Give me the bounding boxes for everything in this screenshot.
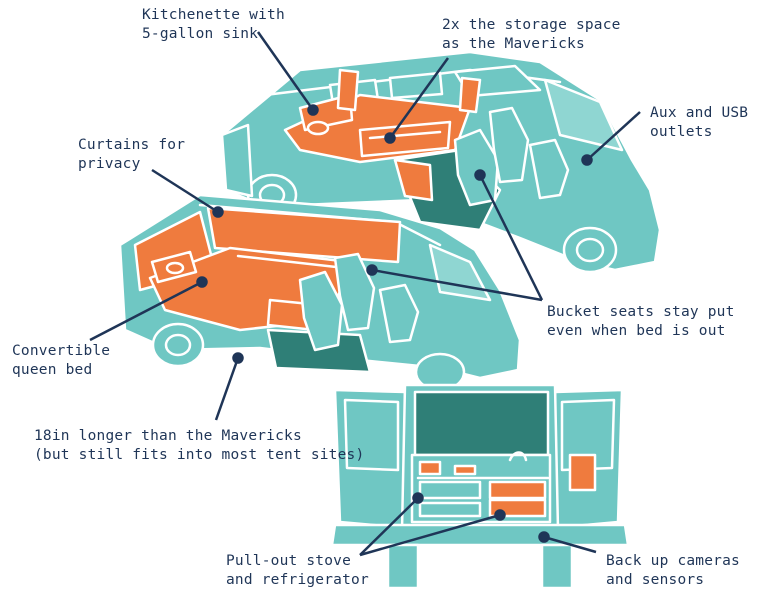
label-storage: 2x the storage space as the Mavericks [442,16,621,54]
dot-storage [384,132,396,144]
label-storage-line2: as the Mavericks [442,36,585,52]
label-bucket-line1: Bucket seats stay put [547,304,735,320]
label-bed-line1: Convertible [12,343,111,359]
dot-stove-upper [412,492,424,504]
label-storage-line1: 2x the storage space [442,17,621,33]
dot-bed [196,276,208,288]
label-longer-line2: (but still fits into most tent sites) [34,447,365,463]
leader-storage [388,57,450,139]
dot-longer [232,352,244,364]
leader-bed [89,280,203,342]
leader-curtains [151,168,219,214]
label-stove: Pull-out stove and refrigerator [226,552,369,590]
label-kitchenette-line1: Kitchenette with [142,7,285,23]
label-aux-line1: Aux and USB [650,105,749,121]
leader-stove-upper [359,497,419,556]
dot-bucket-lower [366,264,378,276]
label-kitchenette-line2: 5-gallon sink [142,26,259,42]
lower-van [118,193,522,392]
dot-cameras [538,531,550,543]
label-bed: Convertible queen bed [12,342,110,380]
label-curtains: Curtains for privacy [78,136,185,174]
leader-kitchenette [256,31,315,111]
dot-aux [581,154,593,166]
label-longer-line1: 18in longer than the Mavericks [34,428,302,444]
label-longer: 18in longer than the Mavericks (but stil… [34,427,364,465]
leader-aux [586,111,641,161]
label-bucket: Bucket seats stay put even when bed is o… [547,303,735,341]
rear-van [330,383,630,590]
leader-bucket-lower [371,268,543,302]
leader-cameras [543,535,597,554]
label-cameras: Back up cameras and sensors [606,552,740,590]
label-bucket-line2: even when bed is out [547,323,726,339]
label-cameras-line2: and sensors [606,572,705,588]
label-bed-line2: queen bed [12,362,93,378]
label-stove-line1: Pull-out stove [226,553,352,569]
label-curtains-line1: Curtains for [78,137,186,153]
leader-lines [89,31,641,557]
label-aux-line2: outlets [650,124,713,140]
upper-van [220,50,662,274]
label-cameras-line1: Back up cameras [606,553,740,569]
label-stove-line2: and refrigerator [226,572,369,588]
dot-kitchenette [307,104,319,116]
label-kitchenette: Kitchenette with 5-gallon sink [142,6,285,44]
label-aux: Aux and USB outlets [650,104,748,142]
dot-curtains [212,206,224,218]
leader-longer [214,357,240,421]
label-curtains-line2: privacy [78,156,141,172]
leader-stove-lower [359,513,501,557]
dot-stove-lower [494,509,506,521]
dot-bucket-upper [474,169,486,181]
leader-bucket-upper [478,174,544,301]
